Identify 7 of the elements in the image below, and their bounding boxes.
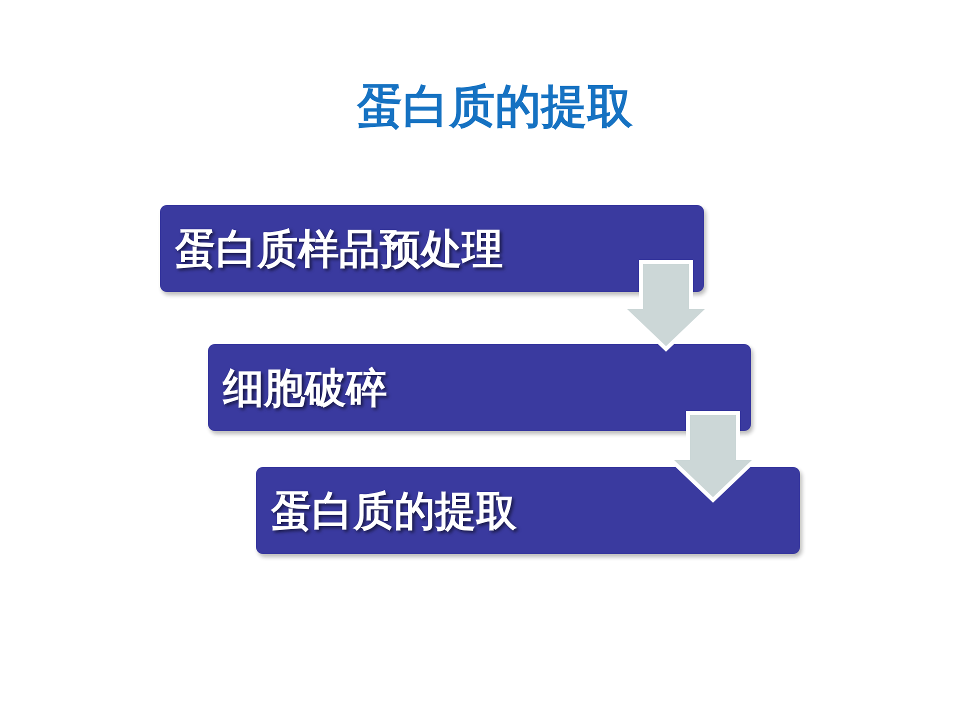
step-label: 细胞破碎 — [223, 362, 387, 414]
step-label: 蛋白质样品预处理 — [175, 224, 503, 274]
process-box — [256, 467, 800, 554]
title: 蛋白质的提取 — [357, 78, 633, 135]
process-box — [160, 205, 704, 292]
step-label: 蛋白质的提取 — [271, 486, 517, 536]
process-box — [208, 344, 751, 431]
